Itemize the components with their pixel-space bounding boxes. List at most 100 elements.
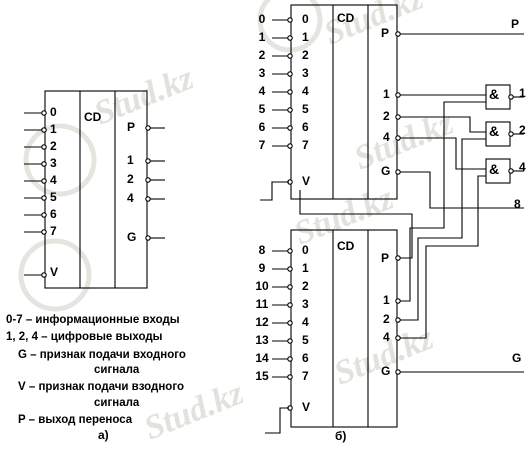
wire-bottom-p xyxy=(299,190,413,259)
chip-a-input-label: 7 xyxy=(50,224,57,238)
gate-output-label: 1 xyxy=(519,86,526,100)
chip-b-bottom-input-dot xyxy=(287,266,293,272)
chip-b-top-output-dot xyxy=(395,92,401,98)
wire-b2 xyxy=(400,138,486,321)
and-gate-output-dot xyxy=(508,131,514,137)
gate-output-label: 4 xyxy=(519,160,526,174)
and-gate-symbol: & xyxy=(489,86,500,102)
chip-b-bottom-g-label: G xyxy=(381,364,391,378)
chip-b-top-input-label: 5 xyxy=(302,102,309,116)
chip-a-g-label: G xyxy=(127,230,137,244)
caption-b: б) xyxy=(335,429,347,443)
chip-a-body xyxy=(44,90,148,289)
chip-a-input-dot xyxy=(41,161,47,167)
chip-b-bottom-ext-label: 8 xyxy=(258,243,266,257)
chip-b-bottom-input-dot xyxy=(287,248,293,254)
chip-b-bottom-v-wire xyxy=(265,407,289,434)
legend-line: G – признак подачи входного xyxy=(18,349,186,361)
legend-line: V – признак подачи взодного xyxy=(18,381,184,393)
chip-b-bottom-ext-label: 14 xyxy=(255,351,269,365)
chip-b-top-ext-label: 5 xyxy=(258,102,266,116)
chip-b-bottom-input-label: 2 xyxy=(302,279,309,293)
chip-a-input-label: 0 xyxy=(50,105,57,119)
chip-b-top-output-label: 1 xyxy=(383,87,390,101)
caption-a: а) xyxy=(98,428,109,442)
chip-b-top-input-dot xyxy=(287,71,293,77)
chip-b-top-output-label: 2 xyxy=(383,109,390,123)
chip-b-bottom-ext-label: 15 xyxy=(255,369,269,383)
chip-a-input-dot xyxy=(41,144,47,150)
legend-line: сигнала xyxy=(94,364,140,376)
chip-b-bottom-input-label: 3 xyxy=(302,297,309,311)
chip-a-v-dot xyxy=(41,272,47,278)
chip-b-bottom-input-label: 5 xyxy=(302,333,309,347)
signal-8-label: 8 xyxy=(514,197,521,211)
chip-b-bottom-output-label: 4 xyxy=(383,330,390,344)
chip-b-bottom-output-label: 1 xyxy=(383,293,390,307)
chip-a-output-label: 4 xyxy=(127,191,134,205)
chip-b-top-ext-label: 2 xyxy=(258,48,266,62)
chip-a-input-label: 2 xyxy=(50,139,57,153)
chip-b-top-body xyxy=(290,4,398,200)
chip-b-top-input-dot xyxy=(287,35,293,41)
chip-b-top-input-dot xyxy=(287,125,293,131)
chip-b-top-ext-label: 4 xyxy=(258,84,266,98)
chip-b-bottom-ext-label: 12 xyxy=(255,315,269,329)
legend-line: 1, 2, 4 – цифровые выходы xyxy=(6,331,163,343)
chip-a-input-label: 4 xyxy=(50,173,57,187)
chip-a-input-dot xyxy=(41,195,47,201)
chip-b-bottom-p-dot xyxy=(395,255,401,261)
chip-b-top-input-dot xyxy=(287,107,293,113)
chip-a-input-dot xyxy=(41,229,47,235)
chip-a-output-dot xyxy=(145,196,151,202)
signal-g-label: G xyxy=(512,351,522,365)
chip-b-top-input-dot xyxy=(287,53,293,59)
chip-b-top-input-label: 0 xyxy=(302,12,309,26)
wire-b1 xyxy=(400,101,486,302)
and-gate-output-dot xyxy=(508,94,514,100)
chip-b-bottom-input-label: 4 xyxy=(302,315,309,329)
chip-a-output-dot xyxy=(145,235,151,241)
chip-a-input-dot xyxy=(41,178,47,184)
chip-a-output-dot xyxy=(145,158,151,164)
chip-b-top-v-wire xyxy=(260,181,289,201)
chip-b-bottom-input-dot xyxy=(287,284,293,290)
chip-b-top-input-label: 1 xyxy=(302,30,309,44)
chip-b-bottom-input-label: 1 xyxy=(302,261,309,275)
chip-b-bottom-body xyxy=(290,229,398,428)
chip-a-output-label: 1 xyxy=(127,153,134,167)
chip-b-bottom-v-label: V xyxy=(302,400,311,414)
chip-b-bottom-ext-label: 11 xyxy=(255,297,269,311)
chip-b-bottom-output-dot xyxy=(395,298,401,304)
and-gate-symbol: & xyxy=(489,161,500,177)
chip-a-input-dot xyxy=(41,212,47,218)
chip-b-top-output-dot xyxy=(395,135,401,141)
chip-a-input-dot xyxy=(41,110,47,116)
chip-a-input-label: 3 xyxy=(50,156,57,170)
chip-a-output-dot xyxy=(145,125,151,131)
chip-b-bottom-ext-label: 10 xyxy=(255,279,269,293)
chip-b-top-p-dot xyxy=(395,31,401,37)
chip-b-top-ext-label: 0 xyxy=(258,12,266,26)
chip-b-top-g-dot xyxy=(395,169,401,175)
chip-b-bottom-title: CD xyxy=(337,239,355,253)
chip-b-top-input-dot xyxy=(287,143,293,149)
wire-t2 xyxy=(400,116,486,133)
wire-bit8 xyxy=(400,171,524,209)
chip-b-top-v-label: V xyxy=(302,174,311,188)
signal-p-label: P xyxy=(511,17,520,31)
chip-b-bottom-ext-label: 9 xyxy=(258,261,266,275)
gate-output-label: 2 xyxy=(519,123,526,137)
chip-b-bottom-output-dot xyxy=(395,317,401,323)
chip-b-top-ext-label: 7 xyxy=(258,138,266,152)
chip-b-top-title: CD xyxy=(337,11,355,25)
chip-a-input-label: 5 xyxy=(50,190,57,204)
chip-b-top-input-label: 6 xyxy=(302,120,309,134)
chip-a-p-label: P xyxy=(127,120,136,134)
chip-b-top-input-label: 3 xyxy=(302,66,309,80)
legend-line: сигнала xyxy=(94,397,140,409)
chip-b-top-input-label: 4 xyxy=(302,84,309,98)
chip-a-title: CD xyxy=(84,110,102,124)
chip-b-bottom-output-label: 2 xyxy=(383,312,390,326)
